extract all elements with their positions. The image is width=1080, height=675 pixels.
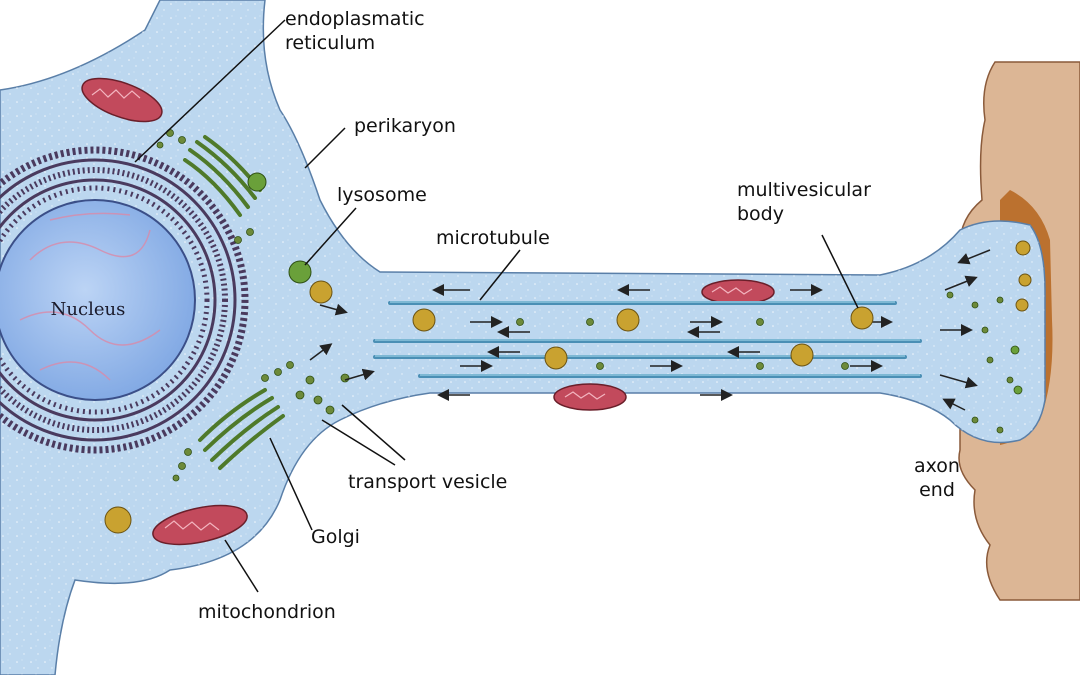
mitochondria	[81, 77, 775, 546]
label-mitochondrion: mitochondrion	[198, 601, 336, 623]
label-microtubule: microtubule	[436, 227, 550, 249]
leader-multivesicular	[821, 234, 859, 309]
leader-transport-vesicle-b	[321, 419, 396, 466]
leader-mitochondrion	[224, 539, 259, 593]
endoplasmic-reticulum	[0, 146, 249, 454]
label-axon-end: axon end	[914, 455, 960, 501]
nucleus-label: Nucleus	[51, 299, 126, 320]
leader-transport-vesicle-a	[341, 404, 406, 461]
leader-endoplasmatic	[134, 19, 286, 163]
label-endoplasmatic: endoplasmatic reticulum	[285, 8, 425, 54]
label-lysosome: lysosome	[337, 184, 427, 206]
golgi-lower	[198, 388, 285, 470]
leader-perikaryon	[304, 127, 346, 169]
label-golgi: Golgi	[311, 526, 360, 548]
leader-golgi	[269, 437, 313, 531]
vesicle	[104, 506, 132, 534]
lysosome	[288, 260, 333, 304]
leader-microtubule	[479, 249, 521, 301]
label-multivesicular: multivesicular body	[737, 179, 871, 225]
label-perikaryon: perikaryon	[354, 115, 456, 137]
nucleus	[0, 199, 196, 401]
leader-lysosome	[304, 207, 357, 266]
label-transport-vesicle: transport vesicle	[348, 471, 508, 493]
microtubules	[373, 301, 922, 378]
